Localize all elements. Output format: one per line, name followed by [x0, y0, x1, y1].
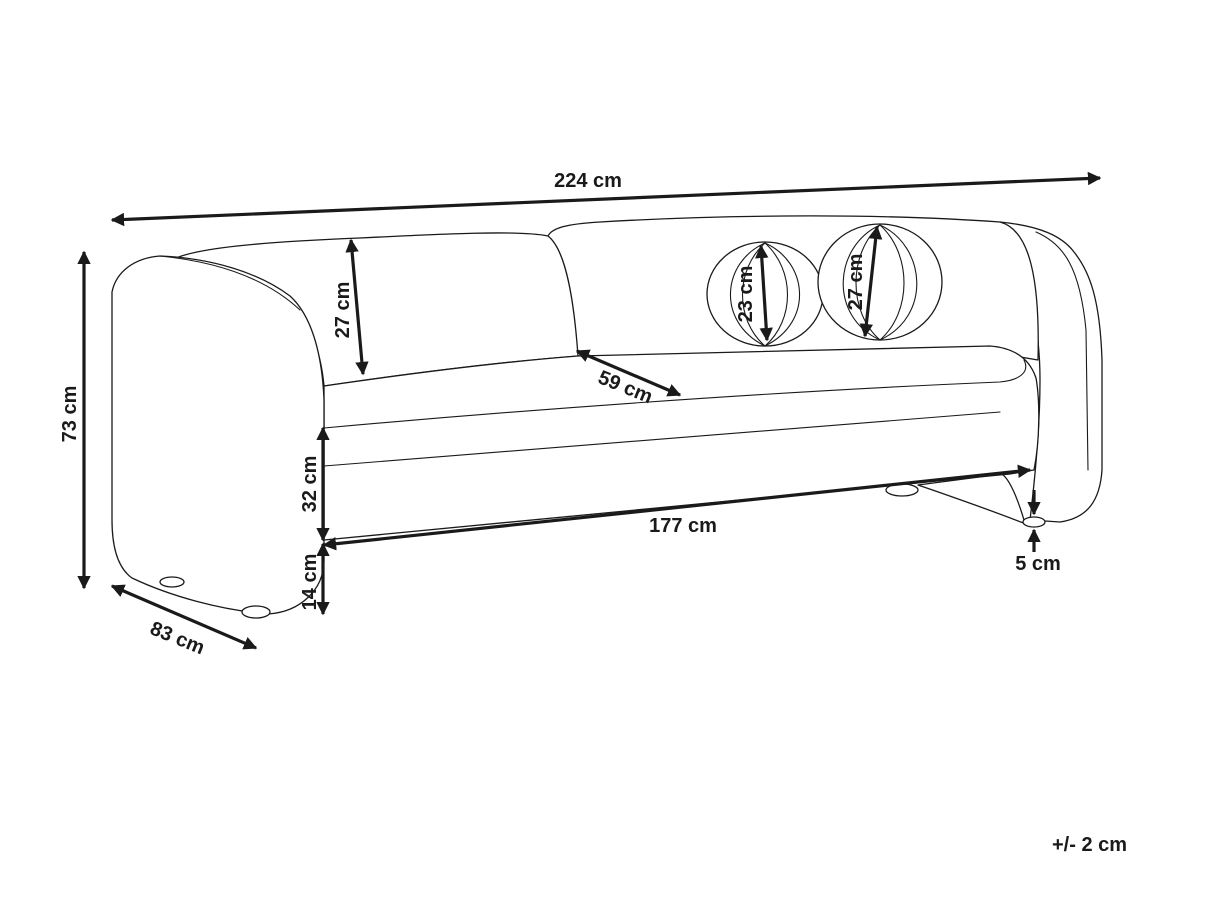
dim-line-seat-width [322, 464, 1032, 551]
leg-left-front [241, 605, 271, 619]
dim-line-total-width [110, 171, 1102, 227]
label-seat-height: 32 cm [299, 456, 321, 513]
label-total-height: 73 cm [59, 386, 81, 443]
label-total-width: 224 cm [554, 170, 622, 192]
dim-line-backrest-height [345, 238, 369, 376]
leg-right-front [1022, 516, 1046, 528]
label-pillow-small: 23 cm [735, 266, 757, 323]
dim-line-pillow-small [755, 244, 773, 342]
dim-line-seat-depth [575, 349, 682, 397]
dim-line-depth [110, 584, 258, 650]
dim-line-pillow-large [859, 225, 883, 338]
label-pillow-large: 27 cm [845, 254, 867, 311]
tolerance-note: +/- 2 cm [1052, 834, 1128, 856]
label-leg-height: 5 cm [1015, 553, 1061, 575]
seat-cushion [323, 345, 1040, 541]
left-armrest [111, 255, 325, 615]
label-backrest-height: 27 cm [332, 282, 354, 339]
label-leg-clearance: 14 cm [299, 554, 321, 611]
sofa-drawing [111, 215, 1103, 619]
label-seat-width: 177 cm [649, 515, 717, 537]
pillow-large [817, 223, 943, 341]
leg-left-back [159, 576, 185, 588]
